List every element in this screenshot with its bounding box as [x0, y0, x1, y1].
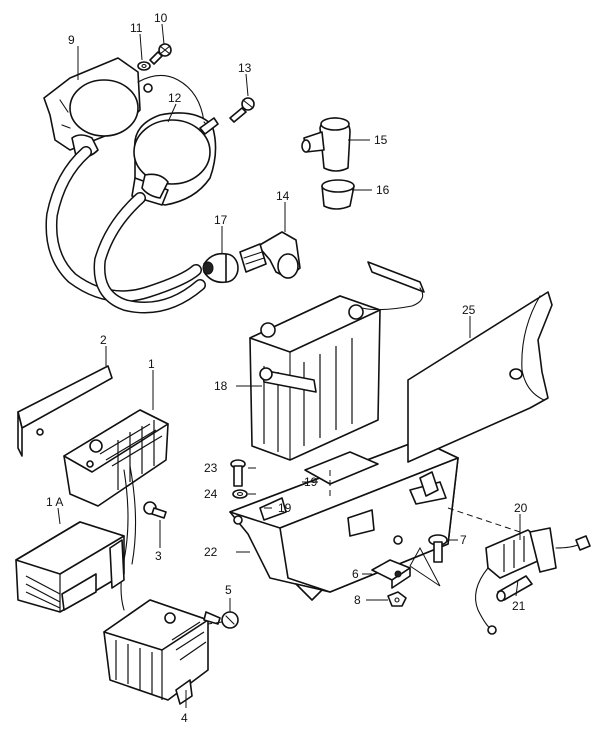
label-13: 13: [238, 61, 252, 75]
label-22: 22: [204, 545, 218, 559]
label-20: 20: [514, 501, 528, 515]
bolt-23: [230, 459, 246, 487]
label-9: 9: [68, 33, 75, 47]
label-4: 4: [181, 711, 188, 725]
screw-3: [143, 501, 167, 519]
label-16: 16: [376, 183, 390, 197]
label-3: 3: [155, 549, 162, 563]
label-12: 12: [168, 91, 182, 105]
battery-case-22: [229, 439, 459, 601]
washer-24: [232, 489, 248, 499]
label-25: 25: [462, 303, 476, 317]
label-1: 1: [148, 357, 155, 371]
label-21: 21: [512, 599, 526, 613]
rectifier-4: [103, 599, 209, 705]
battery-18: [249, 261, 425, 461]
cap-17: [202, 252, 239, 284]
label-11: 11: [130, 21, 143, 35]
label-18: 18: [214, 379, 228, 393]
label-6: 6: [352, 567, 359, 581]
washer-11: [137, 61, 151, 71]
bolt-7: [428, 534, 448, 563]
screw-5: [203, 611, 239, 629]
fuse-holder-20: [475, 527, 591, 635]
label-17: 17: [214, 213, 228, 227]
label-19-upper: 19: [304, 475, 318, 489]
label-19-lower: 19: [278, 501, 292, 515]
label-8: 8: [354, 593, 361, 607]
label-1a: 1 A: [46, 495, 63, 509]
label-10: 10: [154, 11, 168, 25]
cap-15: [301, 117, 351, 172]
label-24: 24: [204, 487, 218, 501]
label-14: 14: [276, 189, 290, 203]
nut-8: [387, 591, 407, 607]
battery-cover-25: [407, 291, 553, 463]
regulator-1a: [15, 521, 125, 613]
label-15: 15: [374, 133, 388, 147]
spark-plug-cap-14: [239, 231, 301, 279]
ignition-coil-9: [43, 57, 205, 158]
label-5: 5: [225, 583, 232, 597]
label-23: 23: [204, 461, 218, 475]
regulator-1: [63, 409, 169, 611]
bolt-13: [229, 97, 255, 123]
clamp-6: [371, 559, 411, 589]
ignition-coil-12: [131, 112, 217, 206]
label-7: 7: [460, 533, 467, 547]
bracket-plate-2: [17, 365, 113, 457]
bolt-10: [149, 43, 172, 65]
grommet-16: [321, 179, 355, 210]
fuse-21: [496, 575, 533, 602]
label-2: 2: [100, 333, 107, 347]
